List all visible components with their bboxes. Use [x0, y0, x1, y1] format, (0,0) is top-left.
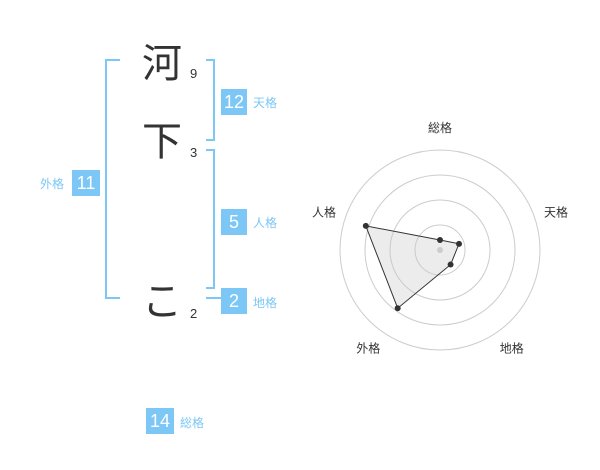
radar-ring [339, 149, 541, 351]
gaikaku-label: 外格 [40, 177, 65, 191]
gaikaku-value: 11 [72, 170, 100, 196]
radar-axis-label: 地格 [500, 341, 524, 356]
name-char-2: 下 [142, 119, 182, 165]
radar-axis-label: 総格 [428, 120, 452, 135]
radar-axis-label: 人格 [312, 204, 336, 219]
chikaku-value: 2 [221, 288, 247, 314]
radar-ring [389, 199, 491, 301]
radar-center-point [437, 247, 443, 253]
stroke-count-2: 3 [190, 145, 198, 160]
jinkaku-label: 人格 [253, 216, 278, 230]
radar-ring [414, 224, 466, 276]
radar-point [362, 222, 369, 229]
tenkaku-bracket [206, 59, 215, 141]
radar-ring [364, 174, 516, 326]
jinkaku-bracket [206, 149, 215, 289]
tenkaku-value: 12 [221, 89, 247, 115]
radar-point [437, 237, 443, 243]
jinkaku-value: 5 [221, 209, 247, 235]
name-char-1: 河 [142, 41, 182, 87]
radar-axis-label: 天格 [544, 204, 568, 219]
name-char-3: こ [142, 279, 182, 325]
soukaku-label: 総格 [180, 416, 205, 430]
radar-area [365, 225, 460, 310]
radar-point [456, 240, 463, 247]
chikaku-label: 地格 [253, 296, 278, 310]
radar-axis-label: 外格 [356, 341, 380, 356]
stroke-count-1: 9 [190, 66, 198, 81]
tenkaku-label: 天格 [253, 96, 278, 110]
radar-point [394, 305, 401, 312]
radar-rings [339, 149, 541, 351]
radar-points [362, 222, 463, 312]
radar-point [447, 261, 454, 268]
gaikaku-bracket [105, 59, 120, 299]
soukaku-value: 14 [146, 408, 174, 434]
stroke-count-3: 2 [190, 306, 198, 321]
